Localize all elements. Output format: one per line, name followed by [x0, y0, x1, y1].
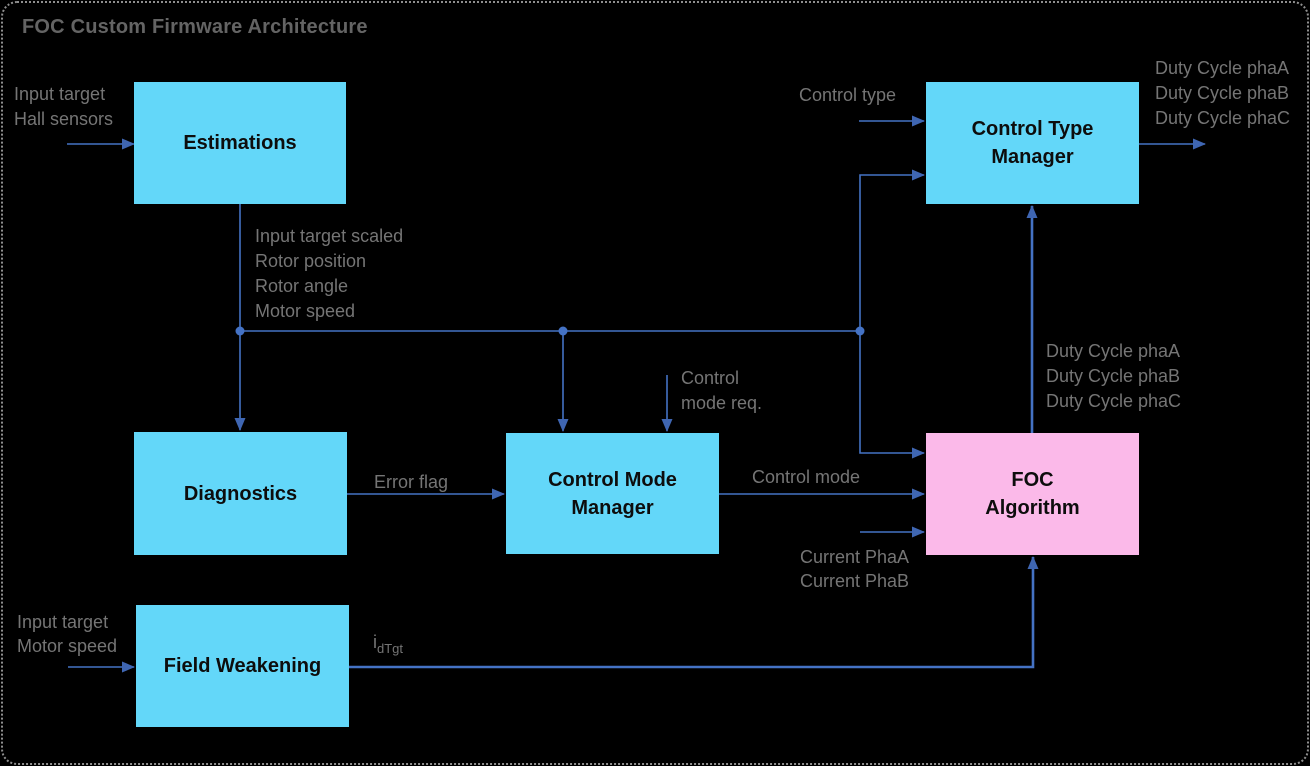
block-diagnostics-label: Diagnostics	[183, 482, 298, 505]
arrow-bus-to-foc-algorithm	[859, 331, 925, 459]
label-field-weakening-inputs: Input target Motor speed	[17, 612, 118, 656]
block-control-type-manager-line2: Manager	[991, 146, 1074, 168]
block-control-type-manager: Control Type Manager	[926, 82, 1139, 204]
label-current-inputs: Current PhaA Current PhaB	[800, 547, 910, 591]
block-foc-algorithm: FOC Algorithm	[926, 433, 1139, 555]
diagram-title: FOC Custom Firmware Architecture	[22, 16, 368, 38]
label-control-mode: Control mode	[752, 467, 861, 487]
block-control-mode-manager-line1: Control Mode	[548, 468, 677, 491]
block-control-type-manager-line1: Control Type	[971, 118, 1094, 140]
block-foc-algorithm-line1: FOC	[1011, 469, 1054, 491]
block-field-weakening-label: Field Weakening	[163, 655, 322, 677]
label-control-type-input: Control type	[799, 85, 897, 105]
block-estimations: Estimations	[134, 82, 346, 204]
arrow-field-weakening-to-foc	[349, 556, 1039, 669]
label-estimations-outputs: Input target scaled Rotor position Rotor…	[255, 226, 404, 321]
junction-dot-right	[855, 326, 865, 336]
junction-dot-middle	[558, 326, 568, 336]
block-field-weakening: Field Weakening	[136, 605, 349, 727]
block-diagnostics: Diagnostics	[134, 432, 347, 555]
label-ctm-outputs: Duty Cycle phaA Duty Cycle phaB Duty Cyc…	[1155, 58, 1291, 128]
label-control-mode-req: Control mode req.	[681, 368, 763, 413]
label-foc-outputs: Duty Cycle phaA Duty Cycle phaB Duty Cyc…	[1046, 341, 1182, 411]
label-error-flag: Error flag	[374, 472, 449, 492]
block-estimations-label: Estimations	[183, 132, 297, 154]
label-estimations-inputs: Input target Hall sensors	[14, 84, 114, 129]
block-control-mode-manager: Control Mode Manager	[506, 433, 719, 554]
block-control-mode-manager-line2: Manager	[571, 496, 654, 519]
label-id-target: idTgt	[373, 632, 404, 656]
arrow-bus-to-control-type-manager	[859, 169, 925, 331]
junction-dot-left	[235, 326, 245, 336]
block-foc-algorithm-line2: Algorithm	[985, 497, 1080, 519]
